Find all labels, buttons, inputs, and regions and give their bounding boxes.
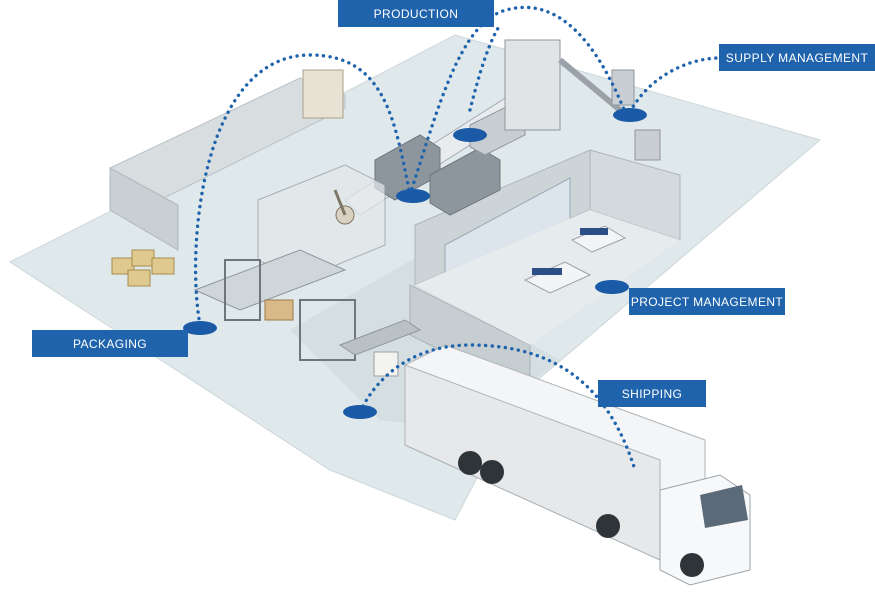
office-desk-1 bbox=[523, 261, 592, 294]
supply-tower bbox=[504, 39, 661, 161]
label-packaging[interactable]: PACKAGING bbox=[32, 330, 188, 357]
path-project-link bbox=[468, 23, 502, 112]
path-supply-link bbox=[628, 56, 722, 114]
pallet-stack bbox=[111, 249, 175, 287]
hotspot-robot[interactable] bbox=[396, 189, 430, 203]
wall-left-front bbox=[109, 167, 179, 251]
robot-cell bbox=[257, 164, 386, 281]
path-production-loop bbox=[408, 5, 627, 197]
hotspot-production[interactable] bbox=[453, 128, 487, 142]
office-desk-2 bbox=[570, 225, 627, 253]
hotspot-packaging[interactable] bbox=[183, 321, 217, 335]
hotspot-supply[interactable] bbox=[613, 108, 647, 122]
hotspot-project[interactable] bbox=[595, 280, 629, 294]
path-shipping-arc bbox=[358, 343, 637, 472]
packaging-line bbox=[193, 249, 422, 377]
label-shipping[interactable]: SHIPPING bbox=[598, 380, 706, 407]
label-project-management[interactable]: PROJECT MANAGEMENT bbox=[629, 288, 785, 315]
hotspot-shipping[interactable] bbox=[343, 405, 377, 419]
label-production[interactable]: PRODUCTION bbox=[338, 0, 494, 27]
label-supply-management[interactable]: SUPPLY MANAGEMENT bbox=[719, 44, 875, 71]
truck bbox=[404, 344, 751, 586]
path-packaging-loop bbox=[193, 53, 412, 327]
wall-door bbox=[302, 69, 344, 119]
